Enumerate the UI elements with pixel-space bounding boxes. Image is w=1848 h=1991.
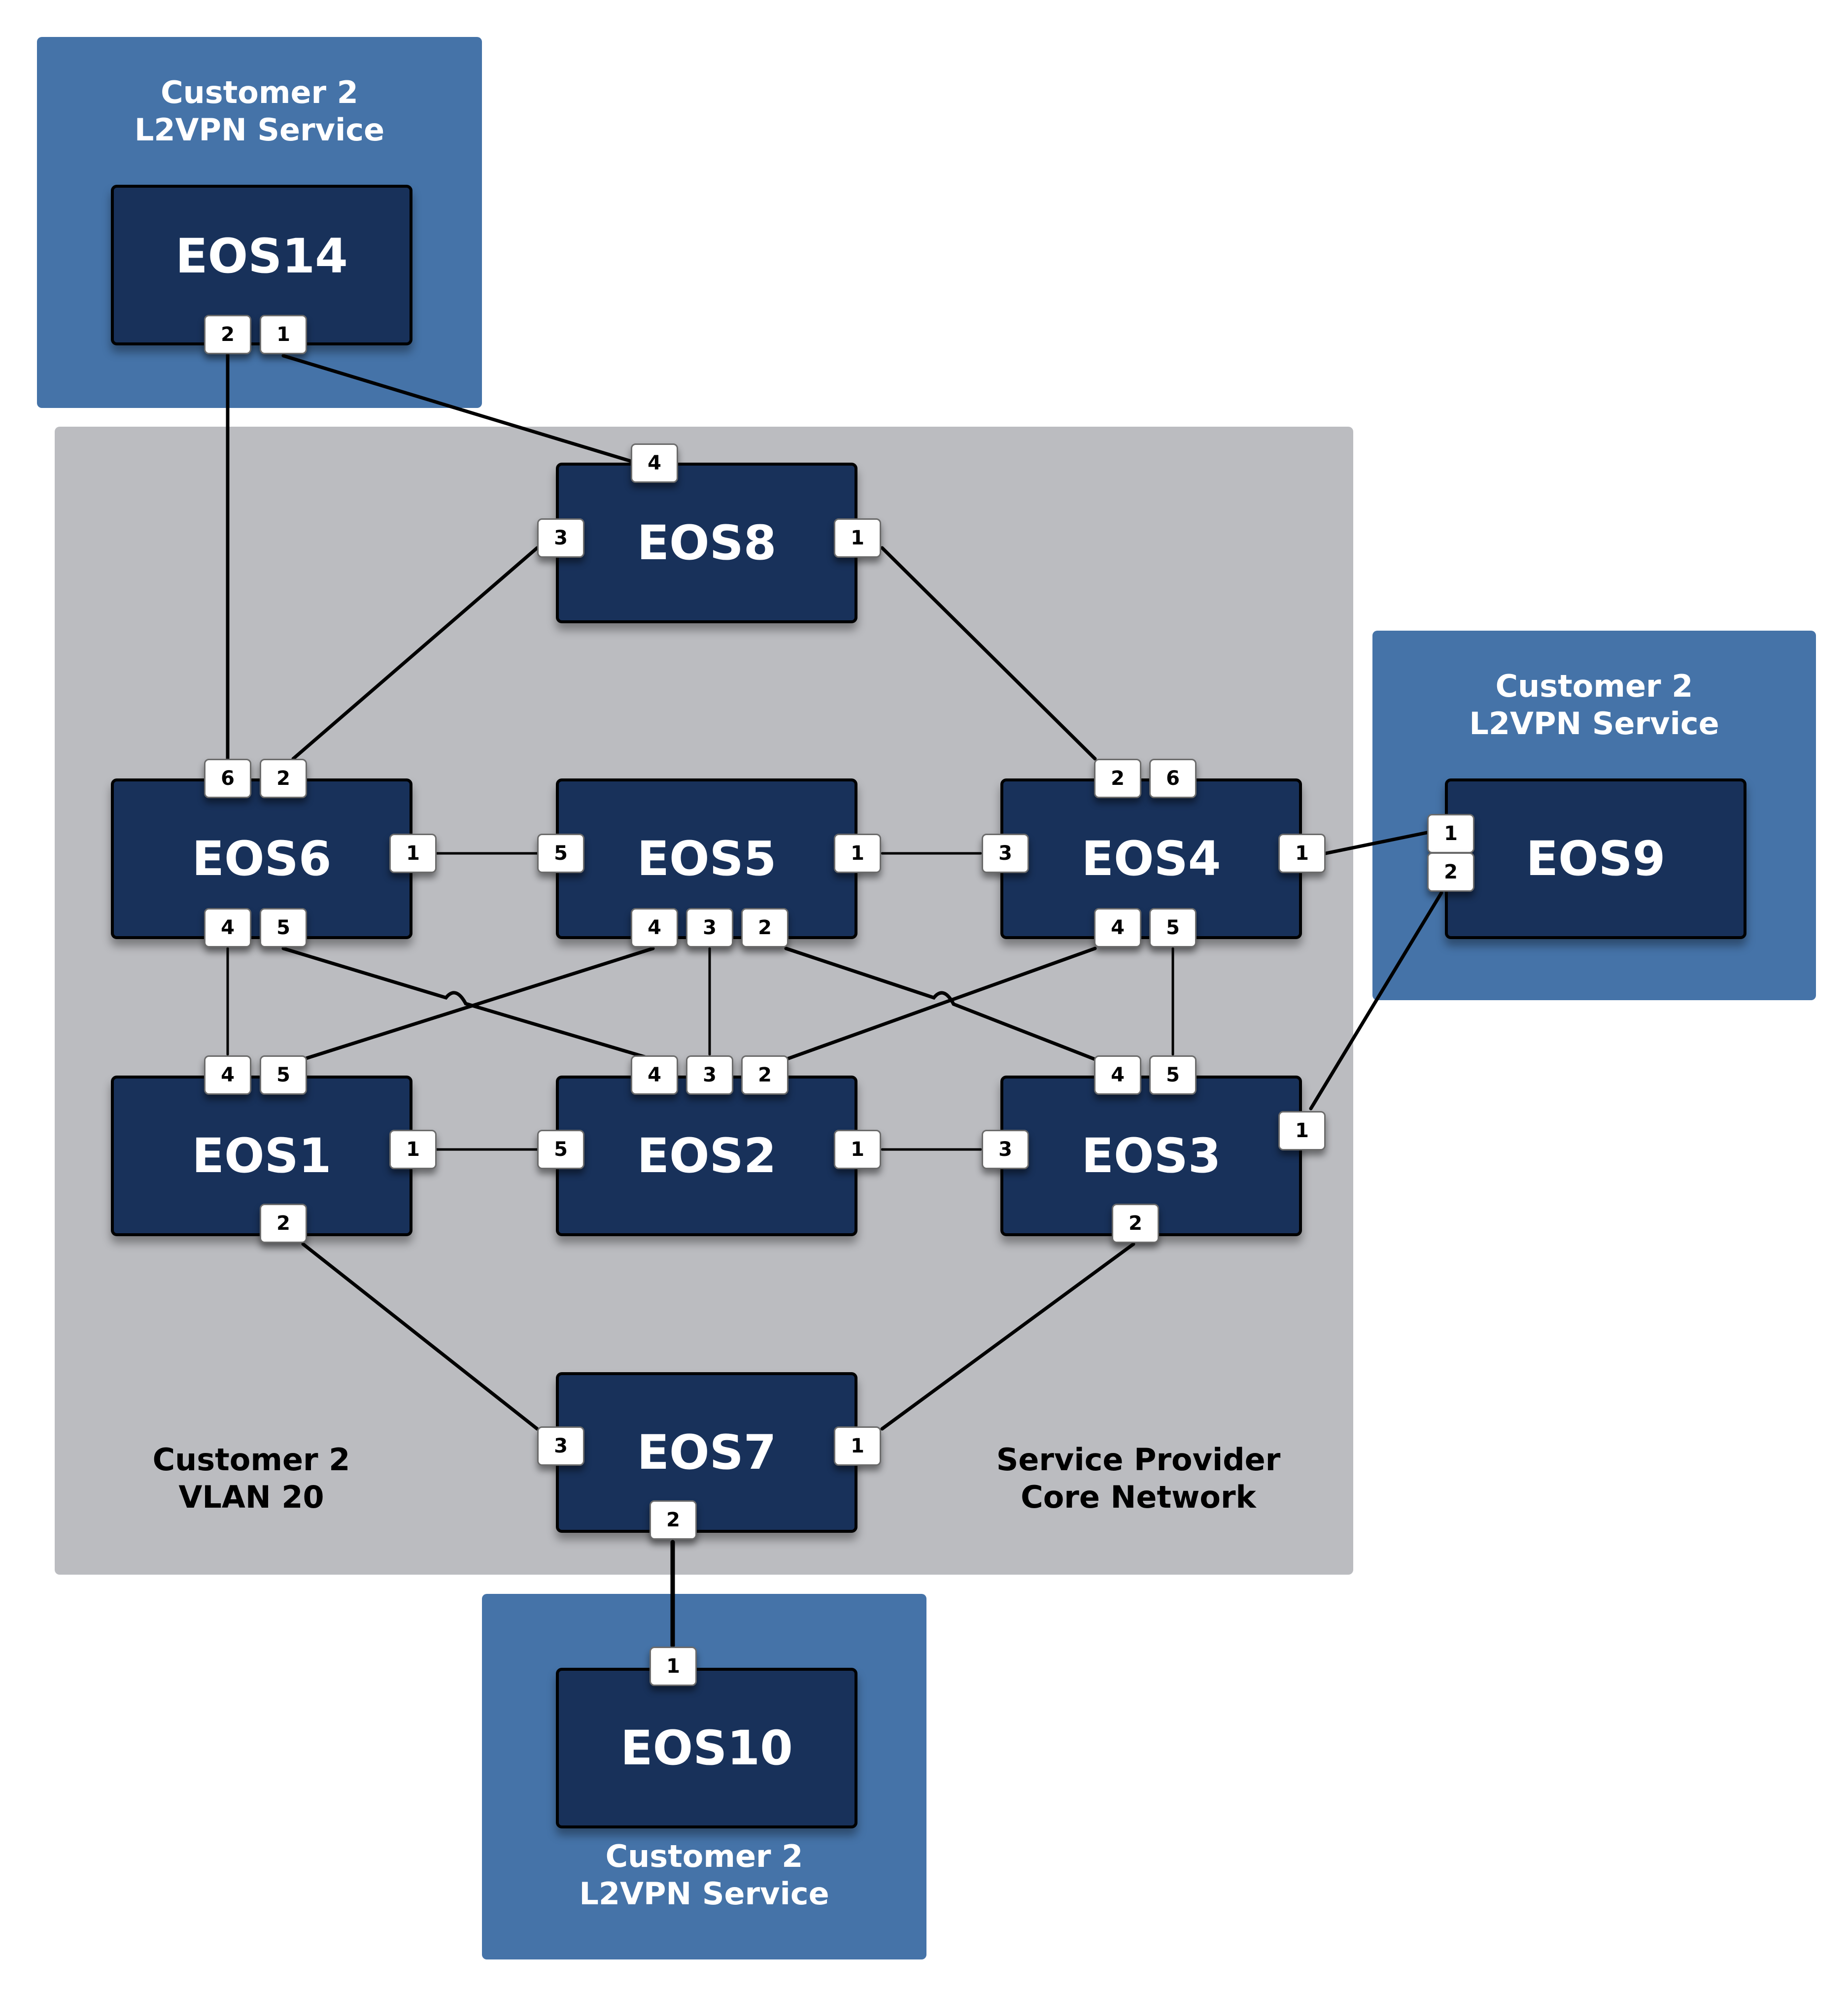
port-eos9-1[interactable]: 1	[1427, 814, 1474, 853]
link-eos4-eos9-1	[1324, 831, 1429, 855]
port-eos4-3[interactable]: 3	[982, 834, 1029, 873]
port-eos4-1[interactable]: 1	[1278, 834, 1326, 873]
port-eos5-2[interactable]: 2	[741, 908, 788, 947]
link-eos8-eos6	[291, 546, 539, 761]
device-eos7[interactable]: EOS7	[556, 1372, 857, 1533]
device-name: EOS2	[637, 1128, 777, 1183]
port-eos6-6[interactable]: 6	[204, 759, 251, 798]
port-eos3-4[interactable]: 4	[1094, 1055, 1141, 1095]
port-eos3-2[interactable]: 2	[1112, 1204, 1159, 1243]
link-eos5-eos3	[784, 946, 1097, 1061]
port-eos8-1[interactable]: 1	[834, 518, 881, 558]
port-eos3-5[interactable]: 5	[1149, 1055, 1197, 1095]
device-name: EOS1	[192, 1128, 332, 1183]
port-eos1-4[interactable]: 4	[204, 1055, 251, 1095]
device-name: EOS10	[620, 1721, 793, 1776]
port-eos5-5[interactable]: 5	[537, 834, 584, 873]
port-eos1-5[interactable]: 5	[260, 1055, 307, 1095]
port-eos6-5[interactable]: 5	[260, 908, 307, 947]
port-eos9-2[interactable]: 2	[1427, 852, 1474, 892]
device-name: EOS5	[637, 831, 777, 886]
port-eos8-4[interactable]: 4	[631, 443, 678, 483]
port-eos5-4[interactable]: 4	[631, 908, 678, 947]
device-name: EOS9	[1526, 831, 1666, 886]
link-eos8-eos4	[880, 546, 1097, 761]
device-eos8[interactable]: EOS8	[556, 463, 857, 623]
link-eos3-eos7	[880, 1242, 1135, 1431]
link-eos4-eos2	[784, 946, 1097, 1061]
customer-zone-bottom-label: Customer 2 L2VPN Service	[579, 1838, 829, 1912]
customer-zone-top-left-label: Customer 2 L2VPN Service	[134, 74, 385, 148]
port-eos6-1[interactable]: 1	[389, 834, 437, 873]
link-eos6-eos2	[281, 946, 655, 1061]
port-eos4-5[interactable]: 5	[1149, 908, 1197, 947]
device-name: EOS4	[1081, 831, 1221, 886]
port-eos4-2[interactable]: 2	[1094, 759, 1141, 798]
core-zone-customer-vlan-label: Customer 2 VLAN 20	[152, 1442, 350, 1515]
port-eos14-2[interactable]: 2	[204, 315, 251, 354]
port-eos10-1[interactable]: 1	[650, 1647, 697, 1686]
port-eos14-1[interactable]: 1	[260, 315, 307, 354]
port-eos8-3[interactable]: 3	[537, 518, 584, 558]
device-eos14[interactable]: EOS14	[111, 185, 412, 345]
port-eos7-3[interactable]: 3	[537, 1426, 584, 1466]
link-eos5-eos1	[301, 946, 655, 1061]
port-eos4-4[interactable]: 4	[1094, 908, 1141, 947]
port-eos6-2[interactable]: 2	[260, 759, 307, 798]
port-eos3-3[interactable]: 3	[982, 1130, 1029, 1169]
port-eos5-1[interactable]: 1	[834, 834, 881, 873]
device-name: EOS7	[637, 1425, 777, 1480]
device-eos10[interactable]: EOS10	[556, 1668, 857, 1828]
link-eos14-eos8	[281, 354, 643, 466]
port-eos2-3[interactable]: 3	[686, 1055, 733, 1095]
port-eos4-6[interactable]: 6	[1149, 759, 1197, 798]
port-eos7-2[interactable]: 2	[650, 1500, 697, 1540]
port-eos6-4[interactable]: 4	[204, 908, 251, 947]
port-eos3-1[interactable]: 1	[1278, 1111, 1326, 1150]
port-eos2-2[interactable]: 2	[741, 1055, 788, 1095]
device-name: EOS14	[175, 229, 348, 284]
device-name: EOS6	[192, 831, 332, 886]
port-eos1-1[interactable]: 1	[389, 1130, 437, 1169]
core-zone-service-provider-label: Service Provider Core Network	[996, 1442, 1281, 1515]
port-eos5-3[interactable]: 3	[686, 908, 733, 947]
link-eos3-eos9-2	[1309, 891, 1443, 1111]
customer-zone-right-label: Customer 2 L2VPN Service	[1469, 668, 1719, 742]
link-eos1-eos7	[301, 1242, 539, 1431]
device-eos2[interactable]: EOS2	[556, 1076, 857, 1236]
port-eos2-5[interactable]: 5	[537, 1130, 584, 1169]
device-eos9[interactable]: EOS9	[1445, 778, 1746, 939]
port-eos7-1[interactable]: 1	[834, 1426, 881, 1466]
port-eos1-2[interactable]: 2	[260, 1204, 307, 1243]
device-name: EOS3	[1081, 1128, 1221, 1183]
port-eos2-1[interactable]: 1	[834, 1130, 881, 1169]
port-eos2-4[interactable]: 4	[631, 1055, 678, 1095]
device-name: EOS8	[637, 515, 777, 571]
